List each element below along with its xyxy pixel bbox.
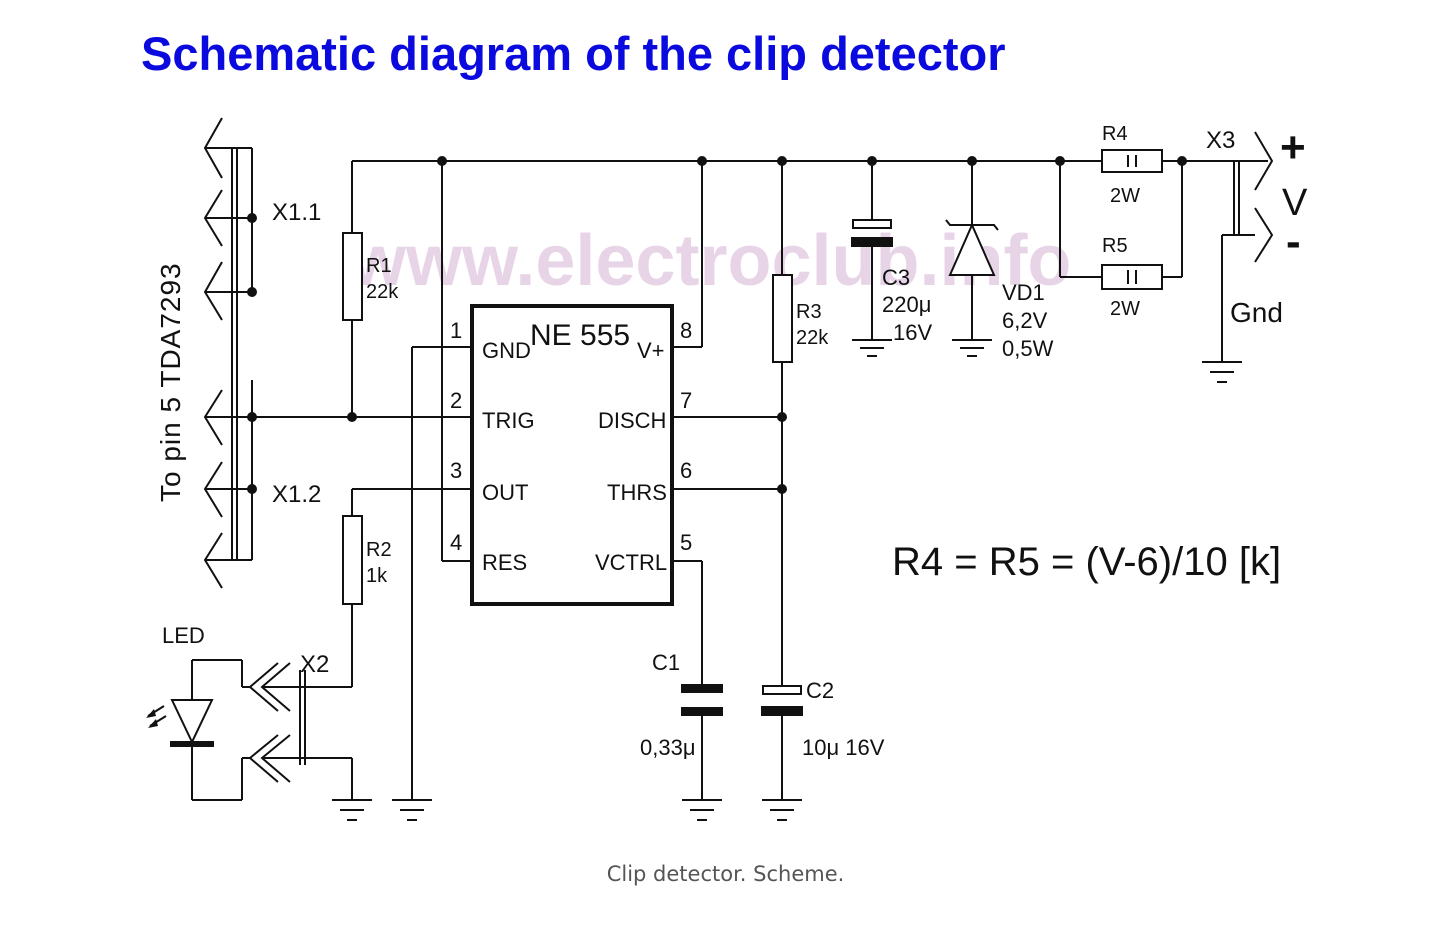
pin4-number: 4: [450, 530, 462, 555]
c1-symbol: [681, 684, 723, 716]
label-minus: -: [1286, 217, 1301, 266]
pin8-name: V+: [637, 338, 665, 363]
connector-x3: [1222, 131, 1274, 263]
r5-name: R5: [1102, 235, 1128, 257]
r4-body: [1101, 149, 1163, 173]
vd1-zener-symbol: [945, 219, 999, 276]
formula: R4 = R5 = (V-6)/10 [k]: [892, 540, 1281, 584]
pin5-name: VCTRL: [595, 550, 667, 575]
pin6-name: THRS: [607, 480, 667, 505]
r1-body: [342, 232, 363, 321]
figure-caption: Clip detector. Scheme.: [606, 862, 845, 886]
label-x2: X2: [300, 651, 329, 678]
led-symbol: [146, 659, 242, 801]
r4-value: 2W: [1110, 185, 1140, 207]
pin3-number: 3: [450, 458, 462, 483]
c2-name: C2: [806, 678, 834, 703]
ne555-body: [470, 304, 674, 606]
r1-name: R1: [366, 255, 392, 277]
vd1-name: VD1: [1002, 280, 1045, 305]
c3-value-cap: 220μ: [882, 292, 931, 317]
label-x12: X1.2: [272, 481, 321, 508]
pin5-number: 5: [680, 530, 692, 555]
pin2-name: TRIG: [482, 408, 535, 433]
c3-symbol: [851, 219, 893, 247]
vd1-value-volt: 6,2V: [1002, 308, 1048, 333]
ne555-name: NE 555: [530, 319, 630, 352]
pin3-name: OUT: [482, 480, 528, 505]
c3-name: C3: [882, 265, 910, 290]
pin1-number: 1: [450, 318, 462, 343]
c2-value: 10μ 16V: [802, 735, 885, 760]
label-plus: +: [1280, 123, 1306, 172]
label-x11: X1.1: [272, 199, 321, 226]
c1-value: 0,33μ: [640, 735, 696, 760]
r3-body: [772, 274, 793, 363]
wires: [240, 148, 1230, 800]
r2-name: R2: [366, 539, 392, 561]
connector-x1: [203, 117, 252, 589]
connector-x2: [241, 660, 306, 800]
page-title: Schematic diagram of the clip detector: [141, 27, 1006, 80]
pin7-name: DISCH: [598, 408, 666, 433]
r4-name: R4: [1102, 123, 1128, 145]
label-v: V: [1282, 182, 1308, 224]
vd1-value-power: 0,5W: [1002, 336, 1054, 361]
r3-name: R3: [796, 301, 822, 323]
pin8-number: 8: [680, 318, 692, 343]
r1-value: 22k: [366, 281, 399, 303]
watermark: www.electroclub.info: [349, 221, 1071, 301]
c1-name: C1: [652, 650, 680, 675]
junction-dots: [247, 156, 1187, 494]
r2-body: [342, 515, 363, 605]
label-gnd: Gnd: [1230, 297, 1283, 328]
pin4-name: RES: [482, 550, 527, 575]
led-name: LED: [162, 623, 205, 648]
pin6-number: 6: [680, 458, 692, 483]
input-label: To pin 5 TDA7293: [155, 262, 186, 502]
c2-symbol: [761, 685, 803, 716]
schematic-diagram: www.electroclub.info: [146, 117, 1308, 821]
ground-symbols: [332, 339, 1242, 821]
pin2-number: 2: [450, 388, 462, 413]
r5-body: [1101, 264, 1163, 290]
r2-value: 1k: [366, 565, 388, 587]
r5-value: 2W: [1110, 298, 1140, 320]
c3-value-volt: 16V: [893, 320, 932, 345]
r3-value: 22k: [796, 327, 829, 349]
label-x3: X3: [1206, 127, 1235, 154]
pin1-name: GND: [482, 338, 531, 363]
pin7-number: 7: [680, 388, 692, 413]
